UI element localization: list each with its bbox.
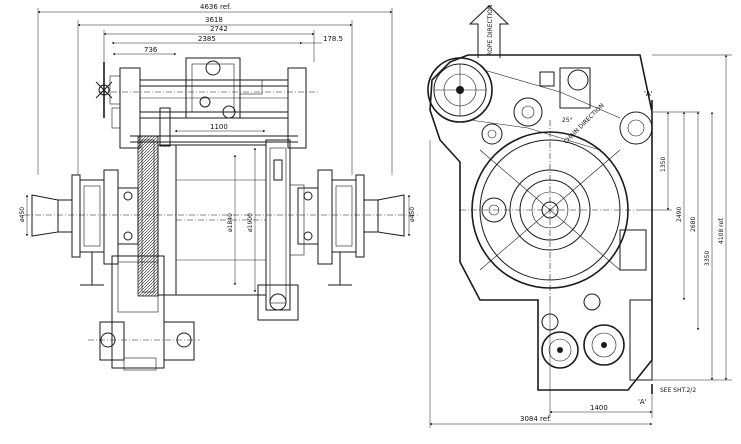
dim-1350: 1350 [660,157,667,172]
chain-path [469,69,621,151]
main-drum: ø1840 ø1900 [137,135,267,297]
dim-450-left: ø450 [19,207,26,222]
section-markers: 'A' 'A' SEE SHT.2/2 [638,90,696,406]
lower-gears [541,293,653,381]
dim-3084: 3084 ref. [520,415,551,423]
dim-1400: 1400 [590,404,608,412]
upper-frame [95,57,320,149]
dim-2490: 2490 [676,207,683,222]
dim-4636: 4636 ref. [200,3,231,11]
lower-motor [88,255,200,371]
see-sheet-note: SEE SHT.2/2 [660,387,696,394]
angle-label: 25° [562,117,573,124]
side-vertical-dims: 1350 2490 2680 3350 4108 ref. [640,54,732,381]
section-a-bottom: 'A' [638,398,647,406]
side-view: ROPE DIRECTION CHAIN DIRECTION 25° [427,5,732,428]
dim-3350: 3350 [704,251,711,266]
dim-1100: 1100 [210,123,228,131]
dim-2680: 2680 [690,217,697,232]
dim-736: 736 [144,46,158,54]
dim-1840: ø1840 [227,213,234,232]
left-warping-head: ø450 [19,169,139,286]
right-brake [257,139,305,321]
section-a-top: 'A' [644,90,653,98]
dim-1900: ø1900 [247,213,254,232]
chain-sprocket [427,57,543,127]
dim-4108: 4108 ref. [718,217,725,244]
dim-178: 178.5 [323,35,343,43]
dim-2385: 2385 [198,35,216,43]
front-view: 4636 ref. 3618 2742 2385 178.5 736 1100 [19,3,418,371]
dim-3618: 3618 [205,16,223,24]
dim-2742: 2742 [210,25,228,33]
side-horizontal-dims: 1400 3084 ref. [429,140,653,428]
rope-direction-label: ROPE DIRECTION [487,5,494,56]
rope-direction-arrow: ROPE DIRECTION [468,5,510,58]
front-dimensions: 4636 ref. 3618 2742 2385 178.5 736 1100 [37,3,393,175]
dim-450-right: ø450 [409,207,416,222]
side-drum [460,111,653,300]
right-warping-head: ø450 [297,169,416,286]
side-frame [429,54,653,391]
